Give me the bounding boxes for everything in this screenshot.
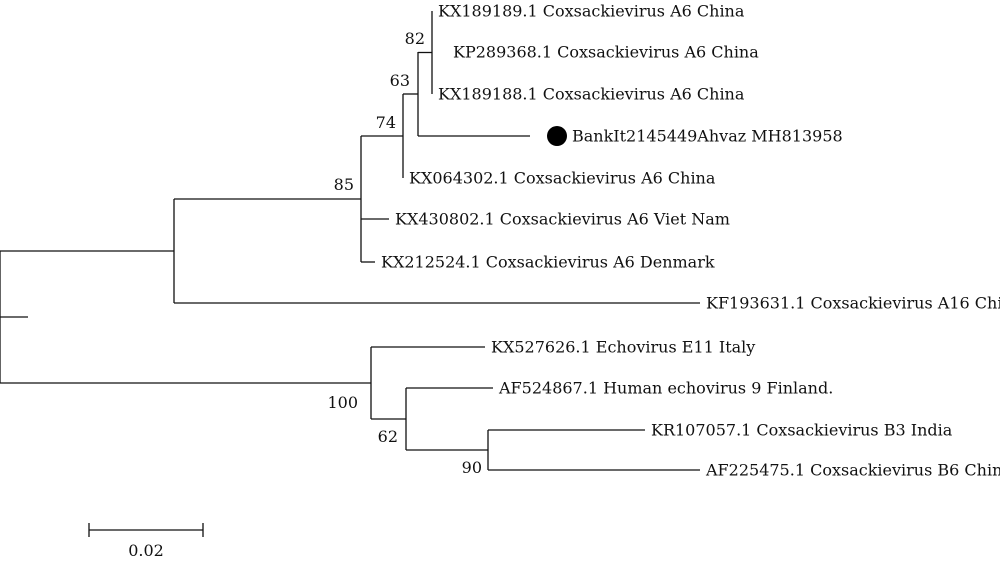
- bootstrap-n74: 74: [376, 113, 396, 132]
- leaf-label-kx189188: KX189188.1 Coxsackievirus A6 China: [438, 85, 745, 104]
- leaf-label-kf193631: KF193631.1 Coxsackievirus A16 China: [706, 294, 1000, 313]
- bootstrap-n90: 90: [462, 458, 482, 477]
- leaf-labels: KX189189.1 Coxsackievirus A6 ChinaKP2893…: [381, 2, 1000, 480]
- bootstrap-n85: 85: [334, 175, 354, 194]
- leaf-label-kr107057: KR107057.1 Coxsackievirus B3 India: [651, 421, 953, 440]
- leaf-label-af225475: AF225475.1 Coxsackievirus B6 China: [705, 461, 1000, 480]
- tree-branches: [0, 11, 700, 471]
- leaf-label-kx430802: KX430802.1 Coxsackievirus A6 Viet Nam: [395, 210, 730, 229]
- leaf-label-kx064302: KX064302.1 Coxsackievirus A6 China: [409, 169, 716, 188]
- query-sequence-marker-icon: [547, 126, 567, 146]
- bootstrap-n100: 100: [327, 393, 358, 412]
- bootstrap-n62: 62: [378, 427, 398, 446]
- scale-bar: 0.02: [88, 523, 204, 560]
- leaf-label-kx527626: KX527626.1 Echovirus E11 Italy: [491, 338, 755, 357]
- leaf-label-kp289368: KP289368.1 Coxsackievirus A6 China: [453, 43, 759, 62]
- bootstrap-n63: 63: [390, 71, 410, 90]
- bootstrap-n82: 82: [405, 29, 425, 48]
- scale-bar-label: 0.02: [128, 541, 164, 560]
- leaf-label-kx189189: KX189189.1 Coxsackievirus A6 China: [438, 2, 745, 21]
- bootstrap-values: 82 63 74 85 100 62 90: [327, 29, 482, 477]
- leaf-label-bankit: BankIt2145449Ahvaz MH813958: [572, 127, 843, 146]
- leaf-label-kx212524: KX212524.1 Coxsackievirus A6 Denmark: [381, 253, 715, 272]
- leaf-label-af524867: AF524867.1 Human echovirus 9 Finland.: [498, 379, 833, 398]
